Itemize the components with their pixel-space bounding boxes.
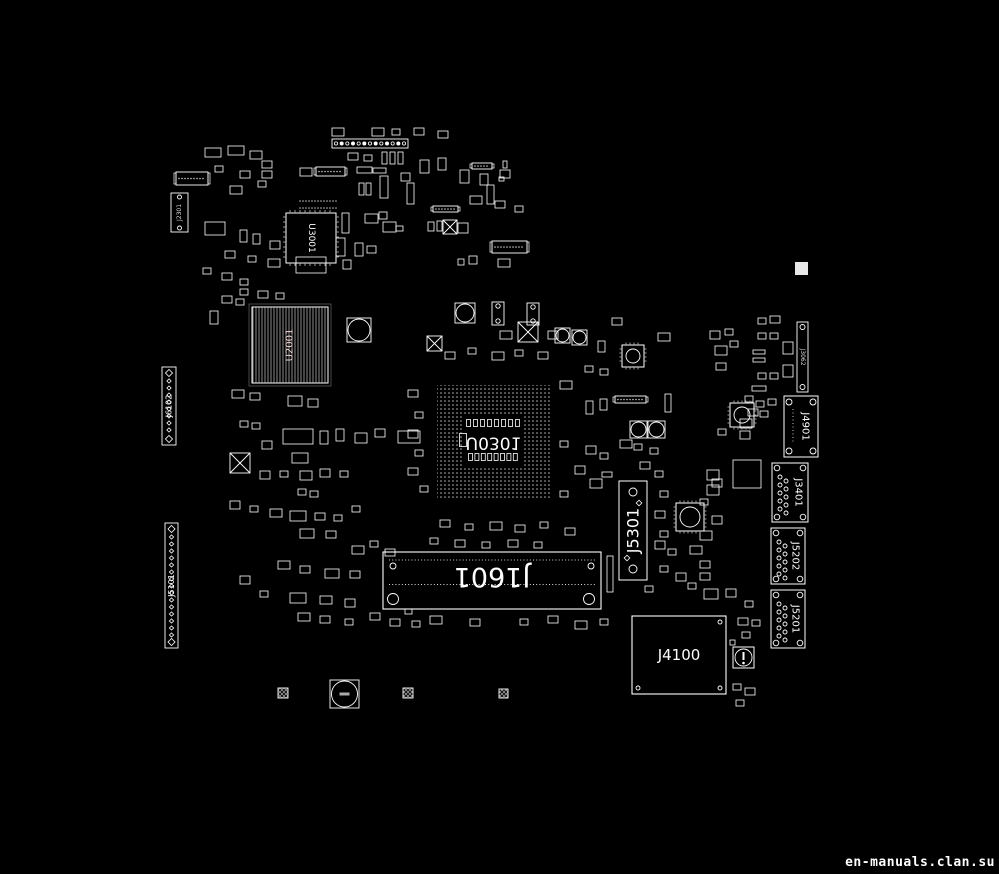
svg-text:J4901: J4901	[800, 411, 811, 440]
component-j5101: J5101	[164, 522, 179, 649]
component-j4100: J4100	[631, 615, 727, 695]
component-j2301: J2301	[170, 192, 189, 233]
svg-text:J5202: J5202	[790, 541, 801, 570]
component-j3401: J3401	[771, 462, 809, 523]
svg-text:J5301: J5301	[624, 508, 643, 554]
component-u0301: U0301	[437, 385, 550, 498]
svg-text:U0301: U0301	[466, 433, 522, 453]
svg-text:J3062: J3062	[799, 347, 806, 365]
component-u3001: U3001	[283, 210, 339, 266]
component-j5201: J5201	[770, 589, 806, 649]
component-j6102: J6102	[161, 366, 177, 446]
component-j4901: J4901	[783, 395, 819, 458]
svg-text:U3001: U3001	[306, 223, 316, 253]
svg-text:J5101: J5101	[167, 574, 176, 598]
watermark: en-manuals.clan.su	[845, 855, 995, 870]
svg-text:J5201: J5201	[790, 604, 801, 633]
svg-text:J2301: J2301	[176, 204, 183, 222]
component-j5202: J5202	[770, 527, 806, 585]
small-parts-layer	[173, 127, 808, 709]
component-u2001: U2001	[248, 303, 332, 387]
svg-text:J1601: J1601	[454, 561, 533, 592]
component-j1601: J1601	[382, 551, 602, 615]
component-j5301: J5301	[618, 480, 648, 581]
svg-text:J6102: J6102	[165, 395, 174, 419]
component-j3062: J3062	[796, 321, 809, 393]
svg-text:J4100: J4100	[657, 646, 701, 664]
svg-text:U2001: U2001	[285, 329, 296, 362]
svg-text:J3401: J3401	[793, 477, 804, 506]
